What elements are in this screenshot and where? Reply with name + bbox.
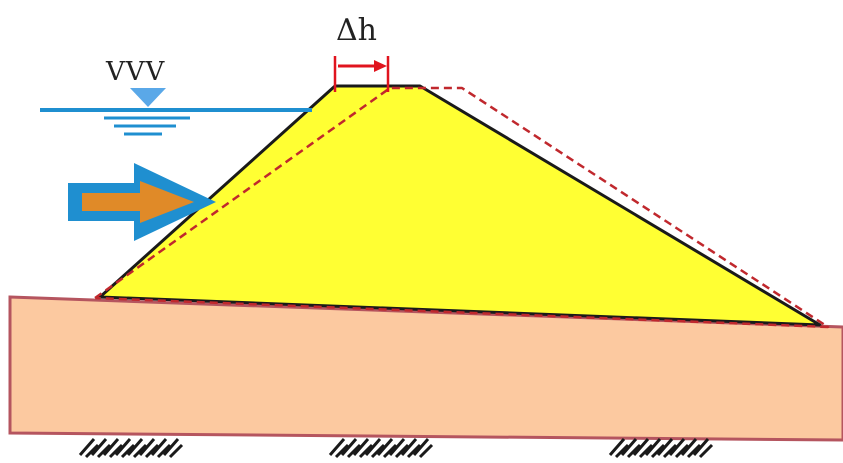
bedrock-hatch-stroke xyxy=(346,443,362,459)
bedrock-hatch-stroke xyxy=(334,443,350,459)
bedrock-hatch-stroke xyxy=(340,438,358,456)
bedrock-hatch-stroke xyxy=(358,443,374,459)
bedrock-hatch-stroke xyxy=(686,443,702,459)
bedrock-hatch-center xyxy=(328,438,434,459)
bedrock-hatch-stroke xyxy=(406,443,422,459)
bedrock-hatch-stroke xyxy=(608,438,626,456)
bedrock-hatch-stroke xyxy=(156,443,172,459)
water-level-triangle-icon xyxy=(104,88,190,136)
bedrock-hatch-stroke xyxy=(376,438,394,456)
bedrock-hatch-stroke xyxy=(90,438,108,456)
bedrock-hatch-stroke xyxy=(662,443,678,459)
bedrock-hatch-stroke xyxy=(370,443,386,459)
bedrock-hatch-stroke xyxy=(668,438,686,456)
bedrock-hatch-stroke xyxy=(364,438,382,456)
bedrock-hatch-stroke xyxy=(96,443,112,459)
bedrock-hatch-stroke xyxy=(388,438,406,456)
displacement-label: Δh xyxy=(336,13,377,48)
bedrock-hatch-stroke xyxy=(400,438,418,456)
bedrock-hatch-stroke xyxy=(150,438,168,456)
bedrock-hatch-stroke xyxy=(614,443,630,459)
bedrock-hatch-right xyxy=(608,438,714,459)
dam-body xyxy=(98,84,822,327)
bedrock-hatch-stroke xyxy=(650,443,666,459)
bedrock-hatch-stroke xyxy=(132,443,148,459)
bedrock-hatch-stroke xyxy=(632,438,650,456)
bedrock-hatch-stroke xyxy=(644,438,662,456)
bedrock-hatch-stroke xyxy=(114,438,132,456)
bedrock-hatch-stroke xyxy=(328,438,346,456)
bedrock-hatch-stroke xyxy=(674,443,690,459)
bedrock-hatch-stroke xyxy=(144,443,160,459)
bedrock-hatch-stroke xyxy=(698,443,714,459)
bedrock-hatch-stroke xyxy=(168,443,184,459)
bedrock-hatch-stroke xyxy=(626,443,642,459)
deformed-dam-outline xyxy=(94,86,830,329)
bedrock-hatch-stroke xyxy=(162,438,180,456)
bedrock-hatch-stroke xyxy=(138,438,156,456)
water-level-label: VVV xyxy=(105,57,166,87)
right-arrow-icon xyxy=(68,163,216,241)
bedrock-hatch-stroke xyxy=(680,438,698,456)
bedrock-hatch-stroke xyxy=(102,438,120,456)
bedrock-hatch-stroke xyxy=(120,443,136,459)
displacement-indicator xyxy=(333,56,390,92)
bedrock-hatch-stroke xyxy=(412,438,430,456)
bedrock-hatch-stroke xyxy=(108,443,124,459)
bedrock-hatch-stroke xyxy=(418,443,434,459)
bedrock-hatch-stroke xyxy=(126,438,144,456)
bedrock-hatch-stroke xyxy=(382,443,398,459)
bedrock-hatch-stroke xyxy=(638,443,654,459)
bedrock-hatch-stroke xyxy=(692,438,710,456)
bedrock-hatch-stroke xyxy=(620,438,638,456)
bedrock-hatch-stroke xyxy=(84,443,100,459)
bedrock-hatch-stroke xyxy=(78,438,96,456)
bedrock-hatch-stroke xyxy=(352,438,370,456)
bedrock-hatch-left xyxy=(78,438,184,459)
bedrock-hatch-stroke xyxy=(656,438,674,456)
bedrock-hatch-stroke xyxy=(394,443,410,459)
